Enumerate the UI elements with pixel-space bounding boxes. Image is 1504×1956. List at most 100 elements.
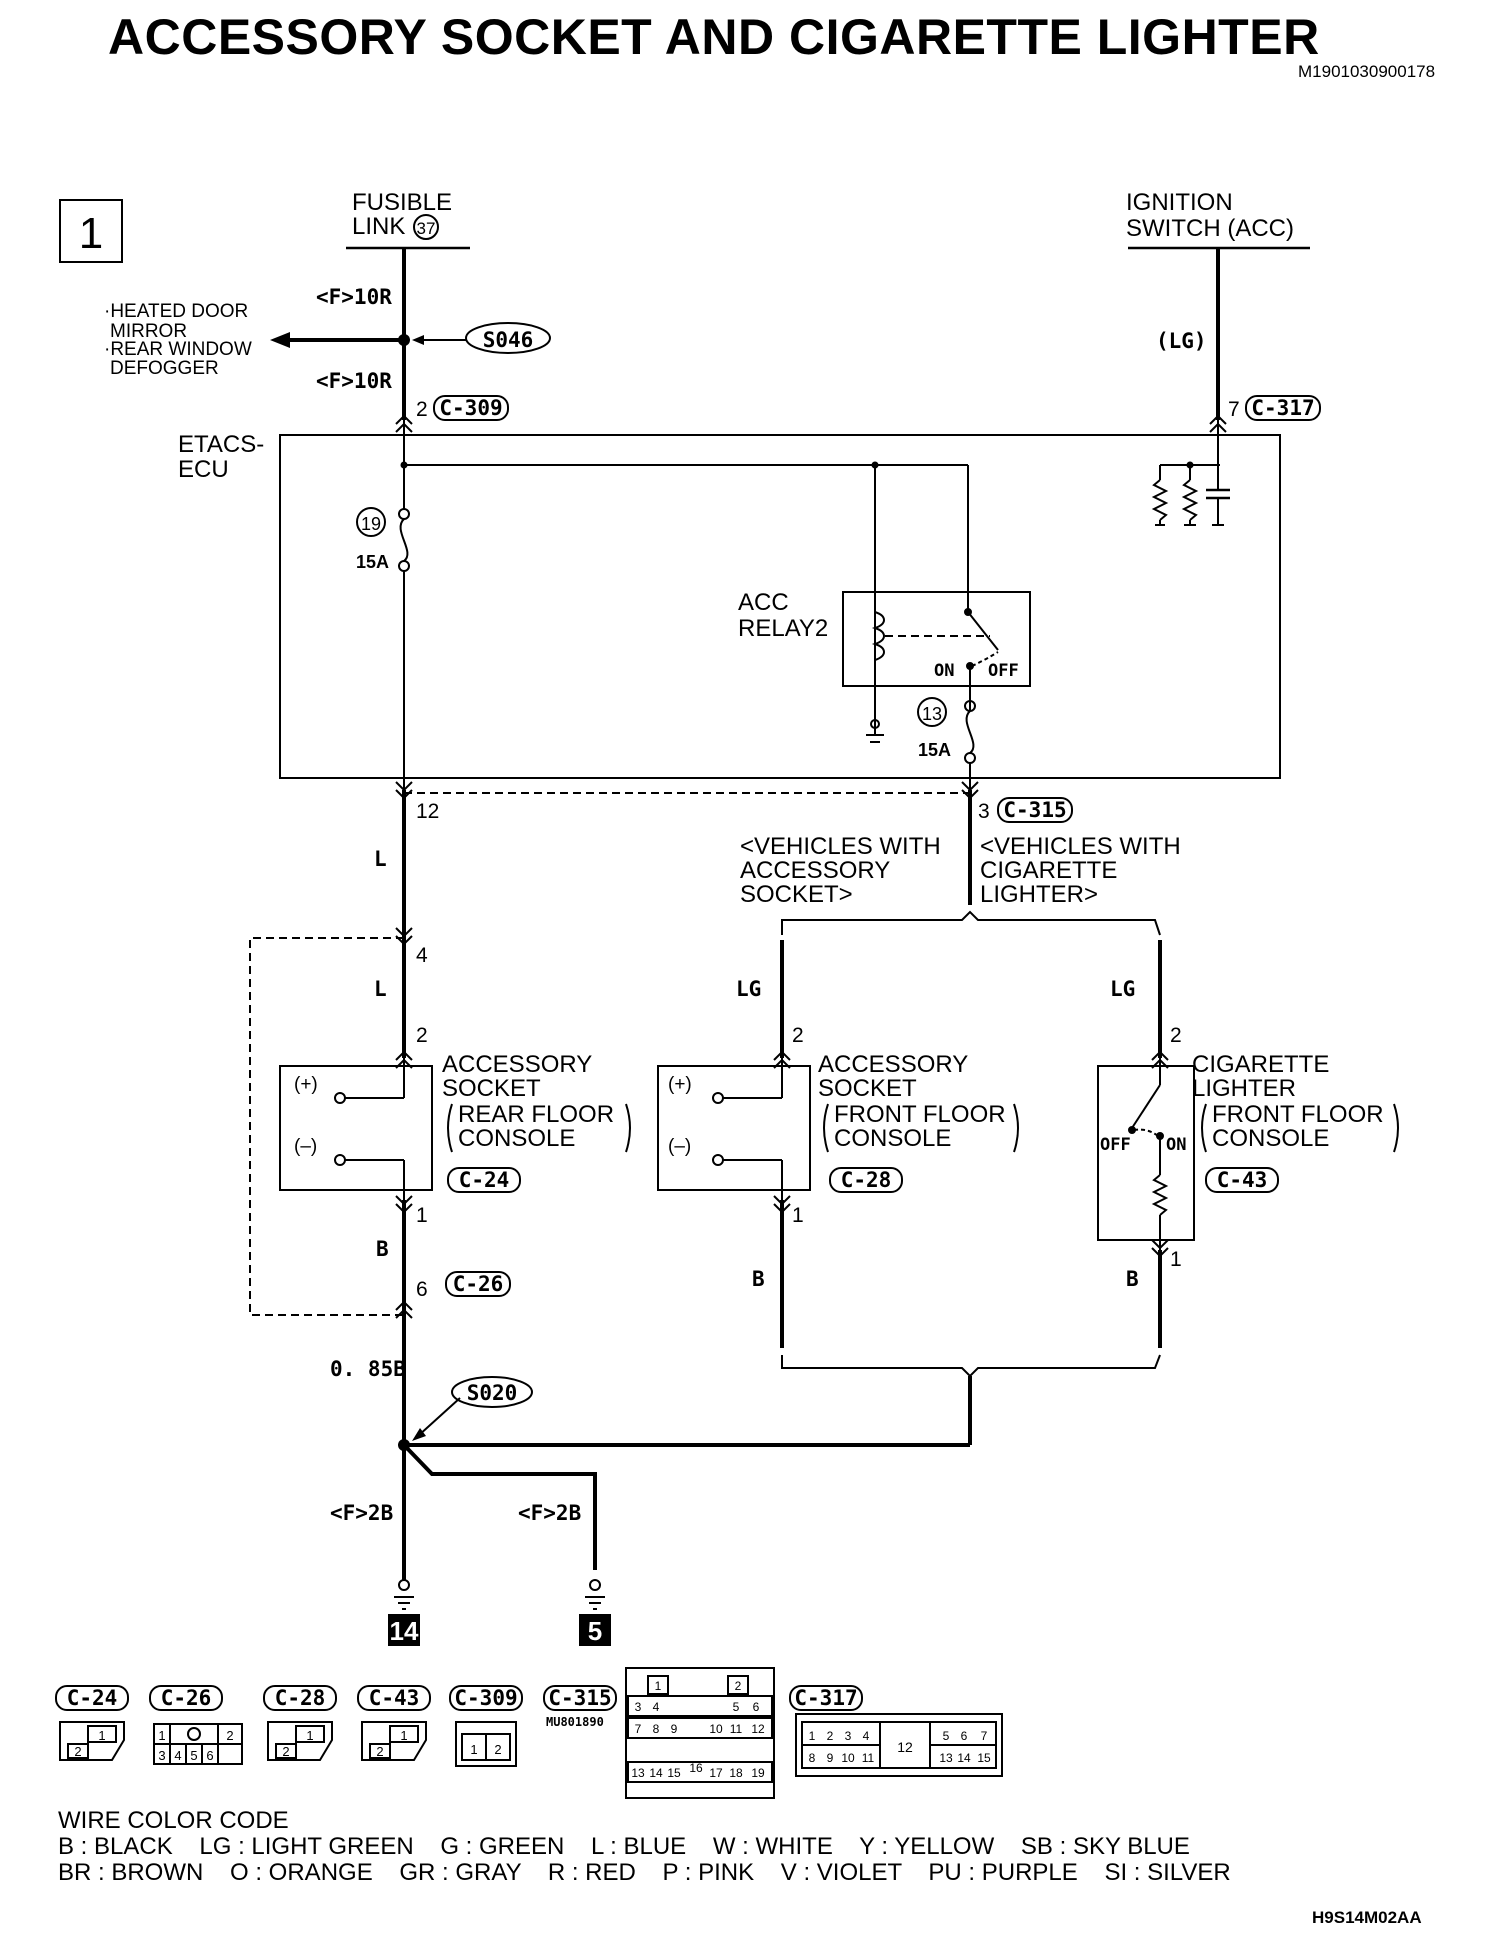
c26-pin: 4: [174, 1748, 181, 1763]
c43-pin: 2: [376, 1744, 383, 1759]
etacs-label-2: ECU: [178, 456, 229, 483]
connector-view-c26: C-26: [161, 1686, 212, 1710]
splice-s046-label: S046: [483, 328, 534, 352]
c315-pin: 3: [635, 1700, 642, 1714]
c315-pin: 18: [729, 1766, 743, 1780]
pin-1-rear: 1: [416, 1204, 428, 1227]
fusible-link-label-1: FUSIBLE: [352, 189, 452, 216]
c317-pin: 15: [977, 1751, 991, 1765]
wire-label-f10r-top: <F>10R: [316, 285, 392, 309]
splice-s020: S020: [412, 1376, 533, 1441]
pin-1-cig: 1: [1170, 1248, 1182, 1271]
page-number-box: [59, 199, 123, 263]
pin-2-c309: 2: [416, 398, 428, 421]
ignition-label-1: IGNITION: [1126, 189, 1233, 216]
wire-legend-row: B : BLACK LG : LIGHT GREEN G : GREEN L :…: [58, 1833, 1190, 1860]
socket-front-label-3: FRONT FLOOR: [834, 1101, 1006, 1128]
variant-acc-3: SOCKET>: [740, 881, 853, 908]
c317-pin: 12: [897, 1739, 913, 1755]
lighter-label-4: CONSOLE: [1212, 1125, 1329, 1152]
connector-c43: C-43: [1217, 1168, 1268, 1192]
c28-pin: 1: [306, 1728, 313, 1743]
c43-pin: 1: [400, 1728, 407, 1743]
lighter-label-3: FRONT FLOOR: [1212, 1101, 1384, 1128]
c317-pin: 4: [863, 1729, 870, 1743]
c315-pin: 2: [735, 1679, 742, 1693]
wire-label-lg-ign: (LG): [1156, 329, 1207, 353]
wire-label-f2b-right: <F>2B: [518, 1501, 581, 1525]
fusible-link-label-2: LINK: [352, 213, 405, 240]
branch-note-1: ·HEATED DOOR: [104, 301, 248, 322]
c309-pin: 2: [494, 1742, 501, 1757]
pin-12: 12: [416, 800, 439, 823]
wire-label-l-1: L: [374, 847, 387, 871]
c315-pin: 6: [753, 1700, 760, 1714]
variant-acc-1: <VEHICLES WITH: [740, 833, 941, 860]
connector-view-c28: C-28: [275, 1686, 326, 1710]
page-title: ACCESSORY SOCKET AND CIGARETTE LIGHTER: [108, 9, 1320, 65]
c317-pin: 9: [827, 1751, 834, 1765]
c317-pin: 2: [827, 1729, 834, 1743]
pin-7-c317: 7: [1228, 398, 1240, 421]
ignition-label-2: SWITCH (ACC): [1126, 215, 1294, 242]
c315-pin: 5: [733, 1700, 740, 1714]
c26-pin: 2: [226, 1728, 233, 1743]
socket-rear-plus: (+): [294, 1074, 318, 1095]
connector-c24: C-24: [459, 1168, 510, 1192]
socket-rear-label-3: REAR FLOOR: [458, 1101, 614, 1128]
c315-pin: 1: [655, 1679, 662, 1693]
c317-pin: 14: [957, 1751, 971, 1765]
socket-front-label-1: ACCESSORY: [818, 1051, 968, 1078]
socket-front-label-4: CONSOLE: [834, 1125, 951, 1152]
socket-front-plus: (+): [668, 1074, 692, 1095]
c315-pin: 16: [689, 1761, 703, 1775]
splice-s046: S046: [412, 322, 551, 354]
c317-pin: 6: [961, 1729, 968, 1743]
pin-1-front: 1: [792, 1204, 804, 1227]
connector-c309: C-309: [439, 396, 502, 420]
c317-pin: 10: [841, 1751, 855, 1765]
c317-pin: 8: [809, 1751, 816, 1765]
ground-14: 14: [390, 1616, 419, 1646]
cigarette-lighter-box: [1097, 1065, 1195, 1241]
pin-2-rear: 2: [416, 1024, 428, 1047]
fuse-19-number: 19: [361, 514, 381, 534]
c315-pin: 11: [730, 1722, 743, 1736]
c317-pin: 13: [939, 1751, 953, 1765]
c28-pin: 2: [282, 1744, 289, 1759]
socket-rear-minus: (–): [294, 1136, 317, 1157]
relay-label-1: ACC: [738, 589, 789, 616]
connector-c28: C-28: [841, 1168, 892, 1192]
connector-c315: C-315: [1003, 798, 1066, 822]
lighter-label-1: CIGARETTE: [1192, 1051, 1329, 1078]
connector-c26: C-26: [453, 1272, 504, 1296]
connector-view-c24: C-24: [67, 1686, 118, 1710]
c315-pin: 17: [709, 1766, 723, 1780]
variant-acc-2: ACCESSORY: [740, 857, 890, 884]
fusible-link-number-circle: [413, 214, 439, 240]
acc-relay2-box: [842, 591, 1031, 687]
pin-6-c26: 6: [416, 1278, 428, 1301]
c315-pin: 13: [631, 1766, 645, 1780]
c317-pin: 3: [845, 1729, 852, 1743]
branch-note-3: ·REAR WINDOW: [104, 339, 252, 360]
socket-rear-label-2: SOCKET: [442, 1075, 541, 1102]
connector-view-c317: C-317: [794, 1686, 857, 1710]
pin-3-c315: 3: [978, 800, 990, 823]
connector-c317: C-317: [1251, 396, 1314, 420]
connector-view-c315-part: MU801890: [546, 1715, 604, 1729]
wire-legend-heading: WIRE COLOR CODE: [58, 1807, 289, 1834]
c309-pin: 1: [470, 1742, 477, 1757]
c24-pin: 2: [74, 1744, 81, 1759]
c315-pin: 8: [653, 1722, 660, 1736]
c26-pin: 6: [206, 1748, 213, 1763]
etacs-ecu-box: [279, 434, 1281, 779]
fuse-13-rating: 15A: [918, 740, 951, 760]
fuse-19-rating: 15A: [356, 552, 389, 572]
wire-label-b-085: 0. 85B: [330, 1357, 406, 1381]
connector-view-c43: C-43: [369, 1686, 420, 1710]
fusible-link-number: 37: [417, 219, 436, 238]
accessory-socket-front-box: [657, 1065, 811, 1191]
socket-front-label-2: SOCKET: [818, 1075, 917, 1102]
